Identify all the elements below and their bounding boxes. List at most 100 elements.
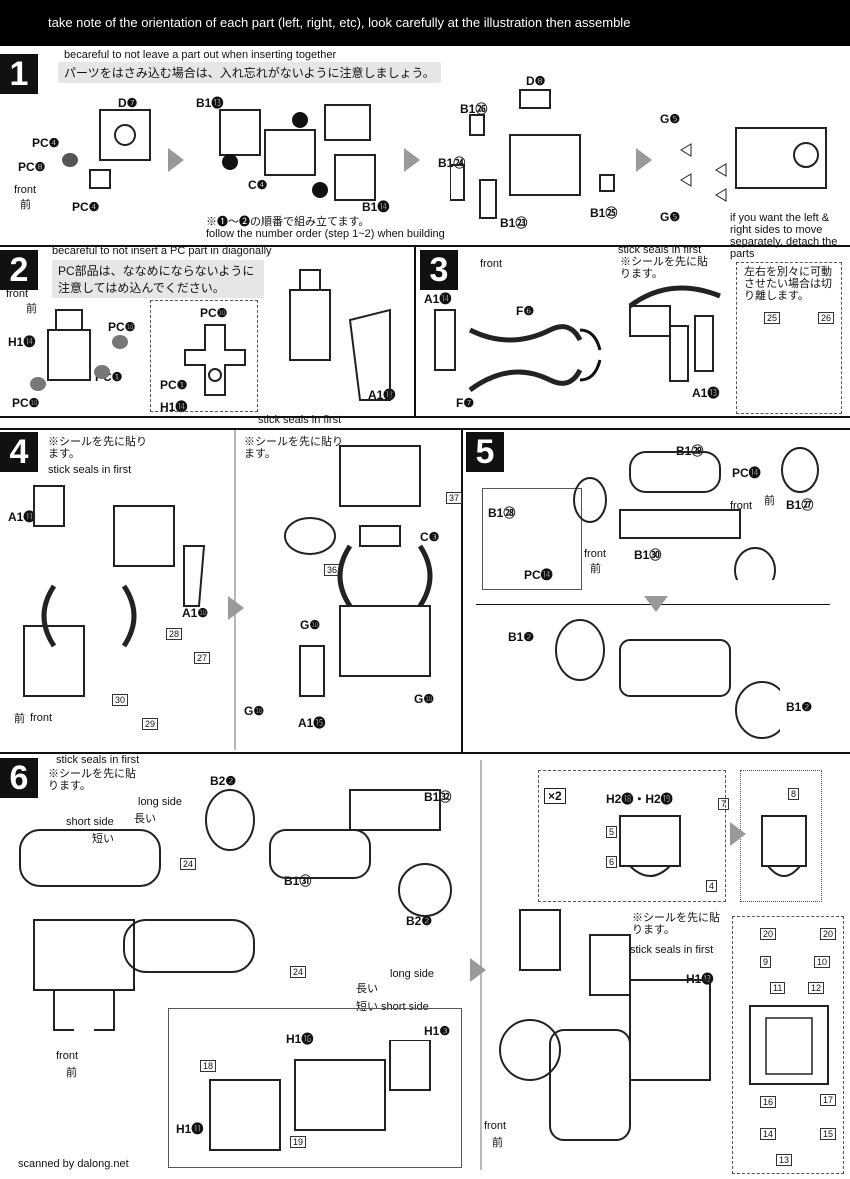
sticker-number: 28 — [166, 628, 183, 640]
sticker-number: 14 — [760, 1128, 777, 1140]
step-number: 2 — [0, 250, 38, 290]
part-label: H1⓮ — [8, 335, 36, 349]
sticker-number: 17 — [820, 1094, 837, 1106]
part-illustration — [499, 909, 711, 1141]
part-label: PC❿ — [200, 306, 228, 320]
part-label: B2❷ — [210, 774, 237, 788]
instruction-banner: take note of the orientation of each par… — [0, 0, 850, 46]
part-label: B1㉖ — [460, 102, 488, 116]
step-arrow — [404, 148, 420, 172]
part-illustration — [450, 89, 615, 219]
sticker-number: 7 — [718, 798, 730, 810]
part-illustration — [680, 127, 827, 202]
stick-note-jp: ※シールを先に貼ります。 — [620, 256, 708, 280]
step-arrow — [228, 596, 244, 620]
part-label: PC❹ — [32, 136, 60, 150]
detail-box — [150, 300, 258, 412]
sticker-number: 18 — [200, 1060, 217, 1072]
stick-note-jp: ※シールを先に貼ります。 — [632, 912, 720, 936]
sticker-number: 11 — [770, 982, 786, 994]
multiplier-badge: ×2 — [544, 788, 566, 804]
part-label: H1⓫ — [176, 1122, 204, 1136]
side-label: 短い short side — [356, 1001, 429, 1013]
part-illustration — [289, 269, 391, 401]
separate-note-jp: 左右を別々に可動させたい場合は切り離します。 — [744, 266, 832, 302]
part-label: C❸ — [420, 530, 440, 544]
part-label: G❿ — [414, 692, 435, 706]
stick-note: stick seals in first — [618, 244, 702, 256]
stick-note-jp: ※シールを先に貼ります。 — [48, 436, 147, 460]
step-arrow — [644, 596, 668, 612]
part-label: H1⓰ — [286, 1032, 314, 1046]
step-note-en: becareful to not leave a part out when i… — [64, 49, 337, 61]
side-label: short side — [66, 816, 114, 828]
part-illustration — [205, 789, 452, 917]
part-illustration — [555, 619, 780, 739]
divider — [0, 416, 850, 418]
side-label-jp: 短い — [92, 833, 114, 845]
sticker-number: 24 — [290, 966, 307, 978]
front-label: front — [480, 258, 503, 270]
part-illustration — [284, 445, 433, 697]
part-label: H1⓮ — [160, 400, 188, 414]
front-label-jp: 前 — [492, 1137, 503, 1149]
step-note-jp: PC部品は、ななめにならないように注意してはめ込んでください。 — [52, 260, 264, 298]
part-label: B1❷ — [786, 700, 813, 714]
side-label: long side — [138, 796, 183, 808]
sticker-number: 6 — [606, 856, 618, 868]
part-label: PC⓮ — [524, 568, 553, 582]
part-label: PC❶ — [160, 378, 188, 392]
sticker-number: 10 — [814, 956, 831, 968]
sticker-number: 25 — [764, 312, 781, 324]
stick-note-jp: ※シールを先に貼ります。 — [48, 768, 136, 792]
part-label: B1❷ — [508, 630, 535, 644]
stick-note: stick seals in first — [56, 754, 140, 766]
sticker-number: 9 — [760, 956, 772, 968]
sticker-number: 5 — [606, 826, 618, 838]
sticker-number: 26 — [818, 312, 835, 324]
sticker-number: 30 — [112, 694, 129, 706]
step-note-en: becareful to not insert a PC part in dia… — [52, 245, 272, 257]
part-label: A1❿ — [182, 606, 209, 620]
part-label: D❽ — [526, 74, 546, 88]
divider — [414, 245, 416, 417]
step-number: 4 — [0, 432, 38, 472]
detail-box — [168, 1008, 462, 1168]
sticker-number: 15 — [820, 1128, 837, 1140]
part-label: B1㉕ — [590, 206, 618, 220]
part-illustration — [573, 447, 819, 580]
step-number: 3 — [420, 250, 458, 290]
part-label: G❺ — [660, 112, 681, 126]
part-illustration — [749, 1005, 829, 1085]
front-label: front — [484, 1120, 507, 1132]
front-label: front — [6, 288, 29, 300]
front-label: front — [56, 1050, 79, 1062]
detail-box — [538, 770, 726, 902]
front-label: front — [14, 184, 37, 196]
part-illustration — [19, 829, 161, 1031]
sticker-number: 12 — [808, 982, 825, 994]
part-label: PC⓮ — [732, 466, 761, 480]
part-label: B1㉜ — [424, 790, 452, 804]
step-arrow — [470, 958, 486, 982]
front-label-jp: 前 — [764, 495, 775, 507]
part-label: D❼ — [118, 96, 138, 110]
sticker-number: 27 — [194, 652, 211, 664]
part-label: G❺ — [660, 210, 681, 224]
part-illustration — [219, 104, 376, 201]
stick-note: stick seals in first — [630, 944, 714, 956]
step-number: 6 — [0, 758, 38, 798]
part-label: G❿ — [244, 704, 265, 718]
part-label: B1㉗ — [786, 498, 814, 512]
front-label-jp: 前 — [590, 563, 601, 575]
divider — [234, 430, 236, 750]
sticker-number: 20 — [820, 928, 837, 940]
part-label: A1⓬ — [368, 388, 396, 402]
part-label: F❼ — [456, 396, 475, 410]
sticker-number: 8 — [788, 788, 800, 800]
part-label: PC❿ — [12, 396, 40, 410]
sticker-number: 16 — [760, 1096, 777, 1108]
part-label: B1⓮ — [362, 200, 390, 214]
sticker-number: 29 — [142, 718, 159, 730]
part-illustration — [123, 919, 255, 973]
